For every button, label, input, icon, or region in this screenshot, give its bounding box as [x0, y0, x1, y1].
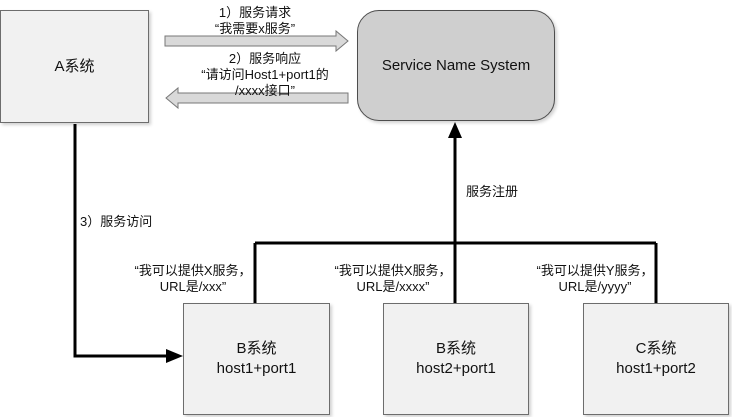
response-label: 2）服务响应 “请访问Host1+port1的 /xxxx接口”: [201, 51, 329, 98]
provider-2-statement: “我可以提供X服务， URL是/xxxx”: [334, 263, 452, 294]
service-name-system-box: Service Name System: [357, 10, 555, 121]
provider-2-box: B系统 host2+port1: [383, 303, 529, 415]
request-arrow: [164, 29, 349, 53]
access-arrowhead: [166, 349, 183, 363]
provider-3-box: C系统 host1+port2: [583, 303, 729, 415]
provider-2-name: B系统: [435, 340, 476, 357]
service-name-system-label: Service Name System: [381, 56, 531, 74]
system-a-label: A系统: [54, 57, 95, 75]
system-a-box: A系统: [0, 10, 149, 123]
register-label: 服务注册: [466, 184, 519, 199]
provider-3-name: C系统: [635, 340, 677, 357]
response-arrow: [165, 86, 349, 110]
provider-2-address: host2+port1: [416, 360, 496, 377]
access-label: 3）服务访问: [80, 214, 153, 229]
register-arrowhead: [448, 122, 462, 138]
provider-1-statement: “我可以提供X服务， URL是/xxx”: [134, 263, 252, 294]
request-label: 1）服务请求 “我需要x服务”: [214, 5, 296, 36]
access-line: [73, 124, 168, 358]
provider-1-box: B系统 host1+port1: [183, 303, 330, 415]
provider-3-statement: “我可以提供Y服务， URL是/yyyy”: [536, 263, 654, 294]
provider-1-address: host1+port1: [216, 360, 297, 377]
provider-1-name: B系统: [236, 340, 277, 357]
provider-3-address: host1+port2: [616, 360, 696, 377]
